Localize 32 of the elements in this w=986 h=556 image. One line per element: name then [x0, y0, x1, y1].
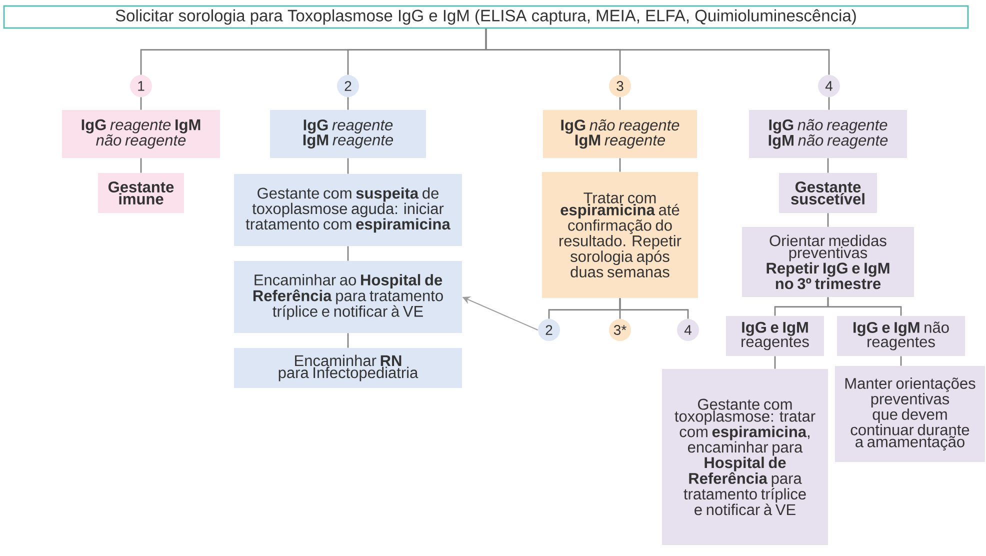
connector-line — [140, 158, 142, 173]
flow-box: Manter orientações preventivas que devem continuar durante a amamentação — [835, 366, 985, 462]
flow-box: Encaminhar RN para Infectopediatria — [234, 348, 462, 388]
connector-line — [347, 333, 349, 348]
connector-line — [900, 356, 902, 366]
connector-line — [827, 297, 902, 316]
connector-line — [140, 97, 142, 110]
connector-line — [347, 246, 349, 261]
flow-box: Gestante com toxoplasmose: tratar com espiramicina, encaminhar para Hospital de Referência para tratamento tríplice e notificar à VE — [662, 369, 828, 545]
connector-line — [485, 28, 830, 75]
connector-line — [619, 97, 621, 110]
flow-box: IgG não reagente IgM não reagente — [749, 110, 907, 158]
connector-line — [827, 213, 829, 227]
flow-box: Tratar com espiramicina até confirmação do resultado. Repetir sorologia após duas semanas — [542, 172, 698, 298]
flow-box: IgG reagente IgM não reagente — [62, 110, 220, 158]
flow-box: Encaminhar ao Hospital de Referência para tratamento tríplice e notificar à VE — [234, 261, 462, 333]
connector-line — [347, 158, 349, 174]
flow-box: IgG não reagente IgM reagente — [543, 110, 697, 158]
flow-box: IgG reagente IgM reagente — [270, 110, 426, 158]
connector-line — [774, 356, 776, 369]
connector-line — [619, 298, 689, 319]
flow-box: IgG e IgM reagentes — [726, 316, 824, 356]
connector-line — [347, 97, 349, 110]
flow-box: Orientar medidas preventivas Repetir IgG e IgM no 3º trimestre — [742, 227, 914, 297]
connector-line — [828, 97, 830, 110]
flow-box: Gestante imune — [98, 173, 184, 213]
request-box: Solicitar sorologia para Toxoplasmose IgG e IgM (ELISA captura, MEIA, ELFA, Quimioluminescência) — [3, 5, 969, 29]
connector-line — [827, 158, 829, 173]
flow-box: IgG e IgM não reagentes — [837, 316, 965, 356]
connector-line — [619, 158, 621, 172]
flow-box: Gestante com suspeita de toxoplasmose aguda: iniciar tratamento com espiramicina — [234, 174, 462, 246]
flow-box: Gestante suscetível — [779, 173, 877, 213]
